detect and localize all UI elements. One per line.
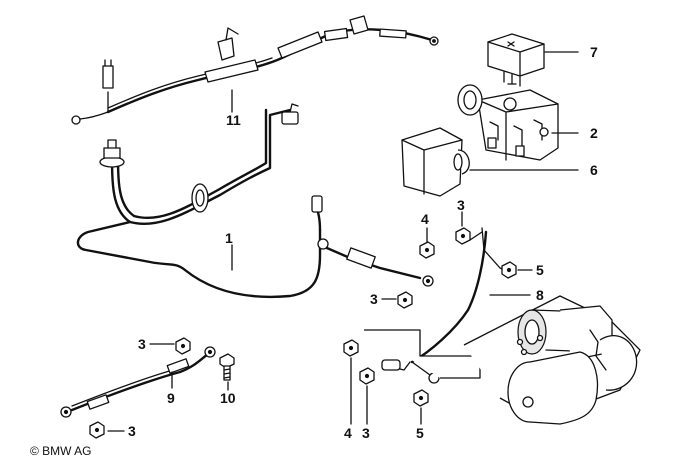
callout-7: 7	[590, 44, 598, 60]
callout-1: 1	[225, 230, 233, 246]
part-2-socket	[457, 84, 559, 161]
callout-5-lower: 5	[416, 425, 424, 441]
callout-11: 11	[226, 112, 241, 128]
nuts-lower	[343, 339, 429, 407]
part-10-bolt	[219, 353, 235, 381]
part-9-strap	[60, 337, 216, 439]
callout-4-upper: 4	[421, 211, 429, 227]
callout-10: 10	[220, 390, 236, 406]
callout-9: 9	[167, 390, 175, 406]
part-7-relay	[487, 33, 545, 87]
callout-2: 2	[590, 125, 598, 141]
callout-4-lower: 4	[344, 425, 352, 441]
callout-5-upper: 5	[536, 262, 544, 278]
callout-3-bottom: 3	[128, 423, 136, 439]
part-1-harness	[76, 103, 434, 299]
part-11-cable	[71, 15, 439, 125]
copyright-notice: © BMW AG	[30, 444, 92, 458]
callout-6: 6	[590, 162, 598, 178]
callout-3-left: 3	[138, 336, 146, 352]
starter-motor	[364, 295, 641, 425]
callout-8: 8	[536, 287, 544, 303]
part-6-cover	[401, 127, 470, 197]
callout-3-upper: 3	[457, 197, 465, 213]
callout-3-lower: 3	[362, 425, 370, 441]
nuts-upper	[397, 227, 517, 309]
callout-3-mid: 3	[370, 291, 378, 307]
